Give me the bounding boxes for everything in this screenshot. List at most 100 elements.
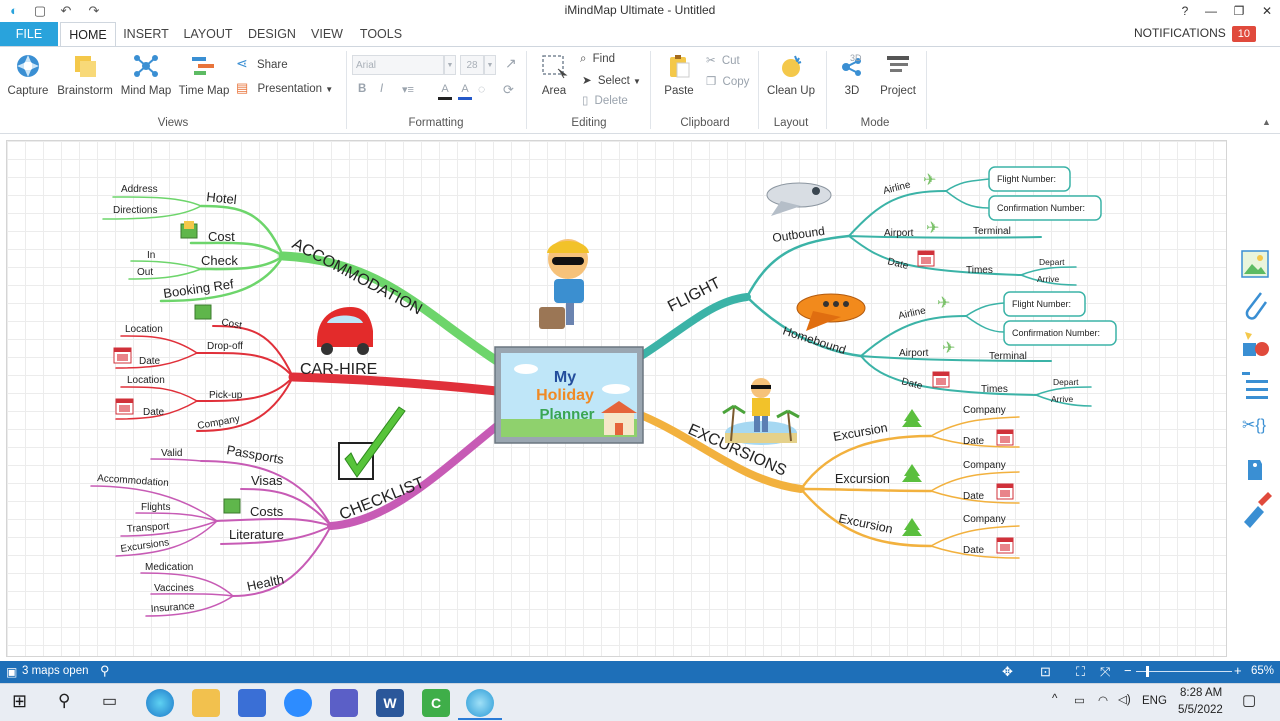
copy-button[interactable]: ❐ Copy [706, 74, 749, 88]
outbound-airport-label[interactable]: Airport [884, 228, 914, 239]
directions-label[interactable]: Directions [113, 205, 157, 216]
font-family-dropdown[interactable]: ▼ [444, 55, 456, 75]
maximize-button[interactable]: ❐ [1233, 4, 1245, 18]
select-button[interactable]: ➤ Select ▼ [582, 73, 641, 87]
help-button[interactable]: ? [1181, 4, 1189, 18]
windows-start-icon[interactable]: ⊞ [12, 691, 28, 711]
share-button[interactable]: ⋖ Share [236, 55, 288, 72]
project-button[interactable]: Project [876, 53, 920, 97]
tab-insert[interactable]: INSERT [123, 27, 169, 41]
tag-icon[interactable] [1248, 460, 1262, 480]
zoom-slider-thumb[interactable] [1146, 666, 1149, 677]
clock-time[interactable]: 8:28 AM [1180, 687, 1223, 699]
capture-button[interactable]: Capture [4, 53, 52, 97]
checklist-accommodation-label[interactable]: Accommodation [97, 473, 169, 489]
excursion-1-date-label[interactable]: Date [963, 436, 985, 447]
volume-icon[interactable]: ◁) [1118, 694, 1131, 706]
maps-open-status[interactable]: 3 maps open [22, 665, 89, 677]
hotel-label[interactable]: Hotel [206, 189, 238, 207]
booking-ref-label[interactable]: Booking Ref [162, 276, 235, 301]
insurance-label[interactable]: Insurance [150, 601, 195, 615]
transport-label[interactable]: Transport [126, 521, 169, 535]
three-d-button[interactable]: 3D 3D [834, 53, 870, 97]
battery-icon[interactable]: ▭ [1074, 695, 1085, 707]
excursion-3-company-label[interactable]: Company [963, 514, 1006, 525]
homebound-confirmation-box[interactable]: Confirmation Number: [1003, 320, 1117, 346]
list-icon[interactable] [1242, 372, 1268, 399]
format-painter-icon[interactable]: ⟳ [503, 82, 514, 97]
shapes-icon[interactable] [1243, 332, 1269, 356]
save-icon[interactable]: ▢ [33, 3, 47, 18]
homebound-airport-label[interactable]: Airport [899, 348, 929, 359]
paperclip-icon[interactable] [1245, 292, 1268, 320]
excursion-2-company-label[interactable]: Company [963, 460, 1006, 471]
valid-label[interactable]: Valid [161, 448, 183, 459]
code-icon[interactable]: ✂{} [1242, 417, 1267, 434]
checklist-label[interactable]: CHECKLIST [337, 474, 427, 523]
vaccines-label[interactable]: Vaccines [154, 583, 194, 594]
tab-design[interactable]: DESIGN [248, 27, 296, 41]
address-label[interactable]: Address [121, 184, 158, 195]
outbound-depart-label[interactable]: Depart [1039, 257, 1065, 267]
check-out-label[interactable]: Out [137, 267, 153, 278]
accommodation-label[interactable]: ACCOMMODATION [289, 236, 425, 319]
clock-date[interactable]: 5/5/2022 [1178, 704, 1223, 716]
close-button[interactable]: ✕ [1261, 4, 1273, 18]
align-icon[interactable]: ▾≡ [402, 84, 414, 96]
tab-layout[interactable]: LAYOUT [183, 27, 233, 41]
image-icon[interactable] [1241, 250, 1269, 278]
homebound-label[interactable]: Homebound [781, 324, 848, 358]
homebound-arrive-label[interactable]: Arrive [1051, 394, 1073, 404]
font-size-select[interactable]: 28 [460, 55, 484, 75]
pick-up-date-label[interactable]: Date [143, 407, 165, 418]
expand-icon[interactable]: ⤧ [1100, 664, 1111, 679]
cut-button[interactable]: ✂ Cut [706, 53, 740, 67]
flights-label[interactable]: Flights [141, 502, 170, 513]
mindmap-canvas[interactable]: My Holiday Planner ACCOMMODATION CAR-HIR… [6, 140, 1227, 657]
excursion-3-label[interactable]: Excursion [837, 511, 894, 536]
brush-icon[interactable] [1244, 492, 1272, 528]
language-indicator[interactable]: ENG [1142, 695, 1167, 707]
outbound-arrive-label[interactable]: Arrive [1037, 274, 1059, 284]
homebound-depart-label[interactable]: Depart [1053, 377, 1079, 387]
car-cost-label[interactable]: Cost [220, 317, 242, 331]
zoom-in-button[interactable]: + [1234, 663, 1242, 678]
visas-label[interactable]: Visas [251, 473, 283, 488]
excursion-3-date-label[interactable]: Date [963, 545, 985, 556]
camtasia-icon[interactable]: C [422, 689, 450, 717]
task-view-icon[interactable]: ▭ [102, 693, 118, 710]
grow-font-icon[interactable]: ↗ [505, 55, 517, 71]
drop-off-date-label[interactable]: Date [139, 356, 161, 367]
outbound-times-label[interactable]: Times [966, 265, 993, 276]
homebound-date-label[interactable]: Date [900, 376, 924, 392]
paste-button[interactable]: Paste [660, 53, 698, 97]
area-button[interactable]: Area [536, 53, 572, 97]
tab-file[interactable]: FILE [0, 22, 58, 46]
text-color-icon[interactable]: A [438, 83, 452, 100]
medication-label[interactable]: Medication [145, 562, 193, 573]
fit-icon[interactable]: ⊡ [1040, 664, 1051, 679]
drop-off-label[interactable]: Drop-off [207, 341, 243, 352]
word-icon[interactable]: W [376, 689, 404, 717]
checklist-excursions-label[interactable]: Excursions [120, 537, 170, 555]
homebound-times-label[interactable]: Times [981, 384, 1008, 395]
excursion-2-label[interactable]: Excursion [835, 472, 890, 486]
zoom-slider-track[interactable] [1136, 671, 1232, 672]
tray-chevron-icon[interactable]: ^ [1052, 693, 1058, 705]
excursion-1-company-label[interactable]: Company [963, 405, 1006, 416]
accommodation-cost-label[interactable]: Cost [208, 229, 235, 244]
pin-icon[interactable]: ⚲ [100, 663, 110, 678]
bold-button[interactable]: B [358, 83, 367, 95]
teams-icon[interactable] [330, 689, 358, 717]
italic-button[interactable]: I [380, 83, 384, 95]
collapse-ribbon-icon[interactable]: ▲ [1262, 117, 1271, 127]
font-family-select[interactable]: Arial [352, 55, 444, 75]
view-mode-icon[interactable]: ✥ [1002, 664, 1013, 679]
pick-up-label[interactable]: Pick-up [209, 390, 243, 401]
presentation-button[interactable]: ▤ Presentation ▼ [236, 80, 333, 96]
mind-map-button[interactable]: Mind Map [118, 53, 174, 97]
zoom-app-icon[interactable] [284, 689, 312, 717]
drop-off-location-label[interactable]: Location [125, 324, 163, 335]
homebound-flight-number-box[interactable]: Flight Number: [1003, 291, 1086, 317]
